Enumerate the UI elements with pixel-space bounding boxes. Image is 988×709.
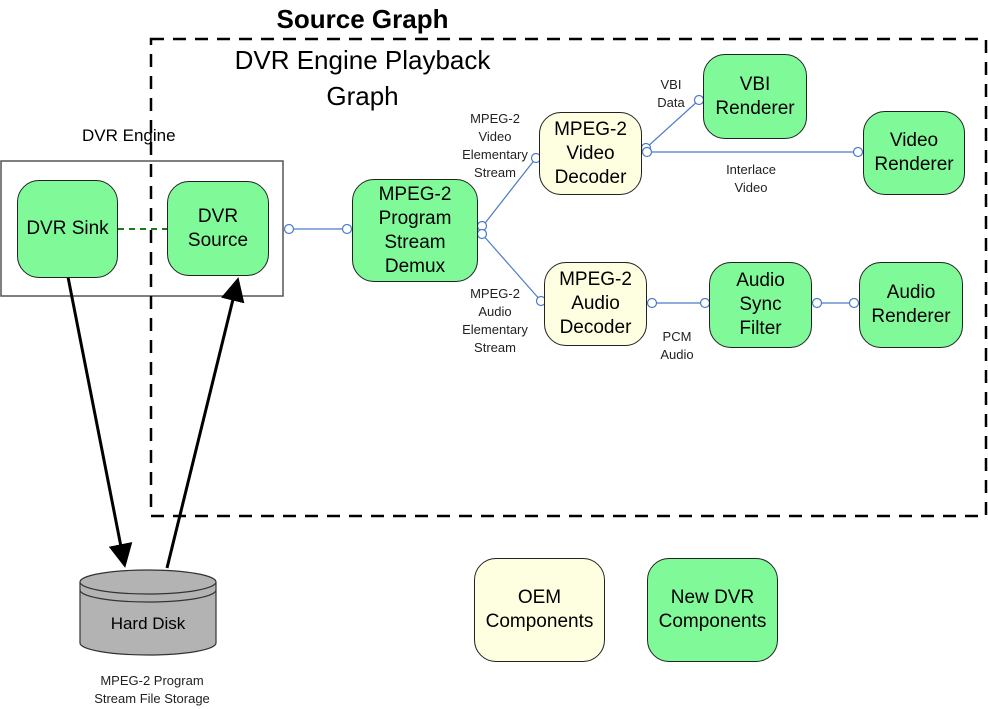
demux-node[interactable]: MPEG-2 Program Stream Demux [352,179,478,282]
storage-label: MPEG-2 Program Stream File Storage [94,673,210,706]
playback-graph-title: DVR Engine Playback Graph [234,45,491,111]
video-renderer-node[interactable]: Video Renderer [863,111,965,195]
dvr-engine-box [0,160,284,297]
dvr-source-node[interactable]: DVR Source [167,181,269,276]
pin-demux-audio-out [476,228,488,240]
pin-source-out [283,223,295,235]
arrow-disk-to-source [165,277,245,569]
vbi-data-label: VBI Data [657,77,685,110]
pin-demux-in [341,223,353,235]
vbi-renderer-node[interactable]: VBI Renderer [703,54,807,139]
pin-videodec-video-out [641,146,653,158]
pin-sync-out [811,297,823,309]
edge-demux-videodec [481,157,537,228]
audio-renderer-node[interactable]: Audio Renderer [859,262,963,348]
video-decoder-node[interactable]: MPEG-2 Video Decoder [539,112,642,195]
hard-disk-label: Hard Disk [110,614,186,633]
dvr-sink-node[interactable]: DVR Sink [17,180,118,278]
interlace-video-label: Interlace Video [726,162,776,195]
legend-oem-components: OEM Components [474,558,605,662]
source-graph-title: Source Graph [276,4,449,34]
audio-sync-filter-node[interactable]: Audio Sync Filter [709,262,812,348]
dvr-engine-label: DVR Engine [82,126,176,145]
video-es-label: MPEG-2 Video Elementary Stream [462,111,528,180]
legend-new-dvr-components: New DVR Components [647,558,778,662]
hard-disk-cylinder [79,569,217,656]
pin-audiorend-in [848,297,860,309]
source-graph-boundary [149,37,988,518]
pin-videorend-in [852,146,864,158]
pin-audiodec-out [646,297,658,309]
edge-videodec-vbi [645,99,700,149]
audio-decoder-node[interactable]: MPEG-2 Audio Decoder [544,262,647,346]
arrow-sink-to-disk [66,276,133,568]
audio-es-label: MPEG-2 Audio Elementary Stream [462,286,528,355]
pcm-audio-label: PCM Audio [660,329,694,362]
edge-demux-audiodec [481,233,542,302]
